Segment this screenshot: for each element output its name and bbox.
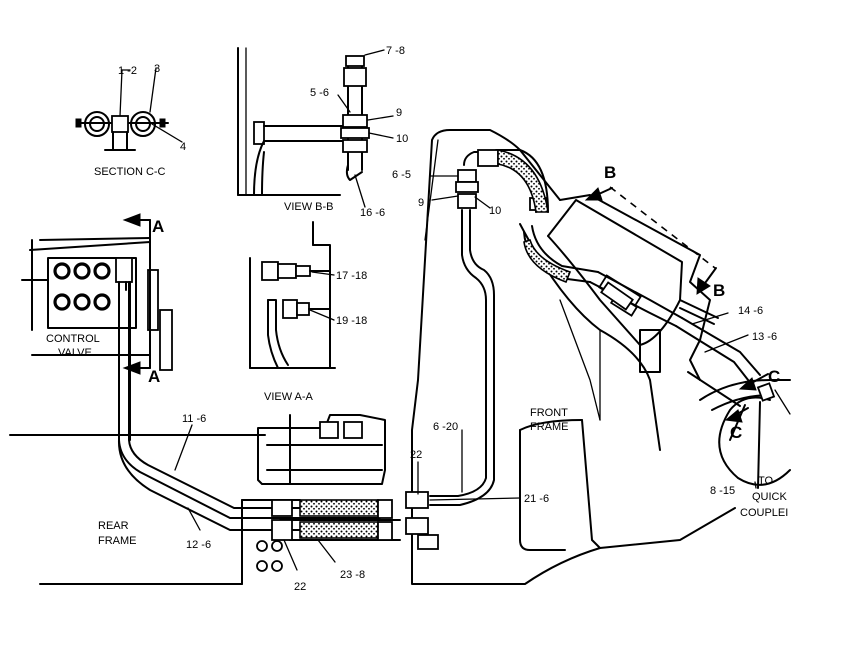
rear-frame-label-1: REAR [98, 520, 129, 532]
center-valve-block [257, 414, 386, 485]
section-b-top-letter: B [604, 163, 616, 182]
callout-14-6: 14 -6 [738, 305, 763, 317]
hose-mid-cylinder [523, 238, 572, 284]
callout-4: 4 [180, 141, 186, 153]
hose-21-6 [299, 499, 379, 517]
section-c-top-letter: C [768, 367, 780, 386]
callout-22-bottom: 22 [294, 581, 306, 593]
callout-1-2: 1 -2 [118, 65, 137, 77]
section-b-right-letter: B [713, 281, 725, 300]
callout-9-main: 9 [418, 197, 424, 209]
view-bb-detail [237, 47, 394, 208]
callout-labels: 1 -2 3 4 7 -8 5 -6 9 10 16 -6 6 -5 9 10 … [118, 45, 777, 593]
rear-frame-label-2: FRAME [98, 535, 137, 547]
front-frame-label-1: FRONT [530, 407, 568, 419]
callout-12-6: 12 -6 [186, 539, 211, 551]
callout-22-top: 22 [410, 449, 422, 461]
callout-23-8: 23 -8 [340, 569, 365, 581]
section-c-bottom-letter: C [730, 423, 742, 442]
section-arrows [122, 187, 769, 423]
quick-coupler-label-1: TO [758, 475, 774, 487]
hydraulic-lines [117, 149, 761, 541]
view-titles: SECTION C-C VIEW B-B VIEW A-A [94, 166, 334, 403]
callout-10-bb: 10 [396, 133, 408, 145]
callout-19-18: 19 -18 [336, 315, 367, 327]
fittings [271, 169, 634, 550]
control-valve [21, 237, 173, 371]
control-valve-label-2: VALVE [58, 347, 92, 359]
quick-coupler-label-2: QUICK [752, 491, 788, 503]
hose-23-8 [299, 521, 379, 539]
view-aa-title: VIEW A-A [264, 391, 314, 403]
callout-3: 3 [154, 63, 160, 75]
callout-6-20: 6 -20 [433, 421, 458, 433]
callout-17-18: 17 -18 [336, 270, 367, 282]
callout-7-8: 7 -8 [386, 45, 405, 57]
section-cc-clamp [75, 67, 183, 151]
quick-coupler-label-3: COUPLEI [740, 507, 788, 519]
callout-8-15: 8 -15 [710, 485, 735, 497]
quick-coupler-area [699, 379, 791, 489]
leader-lines [174, 175, 757, 571]
callout-6-5: 6 -5 [392, 169, 411, 181]
rear-frame [9, 434, 301, 585]
control-valve-label-1: CONTROL [46, 333, 100, 345]
callout-5-6: 5 -6 [310, 87, 329, 99]
hose-to-cylinder [497, 149, 549, 213]
lift-cylinder [547, 199, 719, 373]
section-marker-letters: A A B B C C [148, 163, 780, 442]
component-labels: CONTROL VALVE FRONT FRAME REAR FRAME TO … [46, 333, 788, 547]
section-a-top-letter: A [152, 217, 164, 236]
section-a-bottom-letter: A [148, 367, 160, 386]
callout-11-6: 11 -6 [182, 413, 206, 425]
callout-13-6: 13 -6 [752, 331, 777, 343]
section-cc-title: SECTION C-C [94, 166, 166, 178]
front-frame-label-2: FRAME [530, 421, 569, 433]
callout-10-main: 10 [489, 205, 501, 217]
section-b-cut-line [609, 186, 716, 269]
callout-21-6: 21 -6 [524, 493, 549, 505]
callout-16-6: 16 -6 [360, 207, 385, 219]
view-bb-title: VIEW B-B [284, 201, 334, 213]
view-aa-detail [249, 221, 336, 369]
callout-9-bb: 9 [396, 107, 402, 119]
